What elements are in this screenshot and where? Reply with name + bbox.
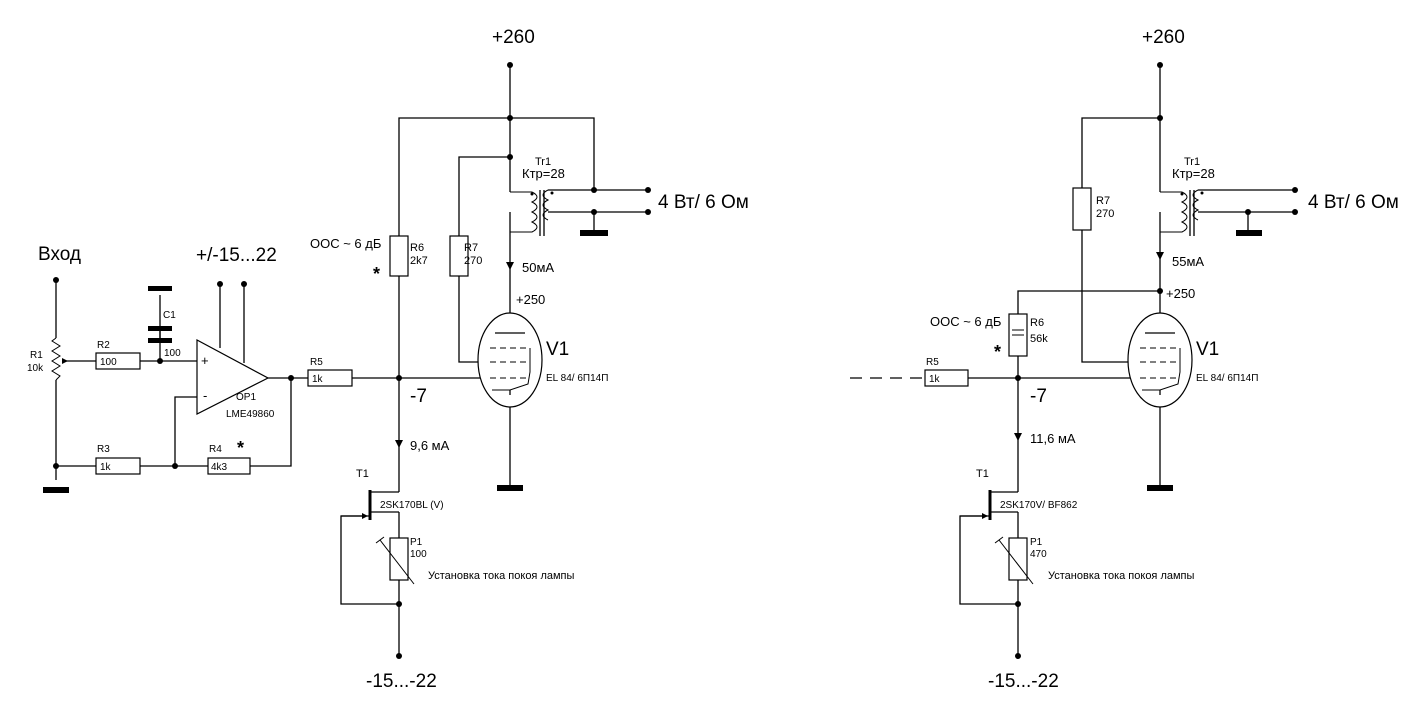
right-p1-ref: P1	[1030, 537, 1043, 548]
left-supply-pos-label: +260	[492, 27, 535, 48]
right-r7-ref: R7	[1096, 195, 1110, 207]
left-jfet-ref: T1	[356, 468, 369, 480]
right-r5-ref: R5	[926, 357, 939, 368]
right-p1-value: 470	[1030, 549, 1047, 560]
ground-symbol	[1147, 485, 1173, 491]
left-output-label: 4 Вт/ 6 Ом	[658, 192, 749, 213]
current-arrow-icon	[1014, 433, 1022, 441]
left-anode-current: 50мА	[522, 260, 554, 275]
left-p1-ref: P1	[410, 537, 423, 548]
right-r5-resistor	[924, 369, 969, 387]
right-circuit: +260	[850, 27, 1399, 692]
left-opamp-ref: OP1	[236, 392, 256, 403]
left-jfet-type: 2SK170BL (V)	[380, 500, 444, 511]
left-cathode-voltage: -7	[410, 386, 427, 407]
right-r6-value: 56k	[1030, 333, 1048, 345]
current-arrow-icon	[506, 262, 514, 270]
left-r7-value: 270	[464, 255, 482, 267]
left-r3-value: 1k	[100, 462, 112, 473]
left-tube-v1	[477, 312, 543, 408]
left-junctions	[53, 62, 651, 659]
right-supply-pos-label: +260	[1142, 27, 1185, 48]
current-arrow-icon	[395, 440, 403, 448]
right-tr1-ref: Tr1	[1184, 156, 1200, 168]
left-r1-pot	[51, 337, 68, 381]
left-opamp-plus: +	[201, 353, 209, 368]
right-bias-label: Установка тока покоя лампы	[1048, 570, 1195, 582]
left-r6-resistor	[389, 235, 409, 277]
left-opamp-type: LME49860	[226, 409, 275, 420]
left-r4-resistor	[207, 457, 251, 475]
left-supply-neg-label: -15...-22	[366, 671, 437, 692]
left-opamp-supply: +/-15...22	[196, 245, 277, 266]
left-bias-label: Установка тока покоя лампы	[428, 570, 575, 582]
right-output-label: 4 Вт/ 6 Ом	[1308, 192, 1399, 213]
left-r2-value: 100	[100, 357, 117, 368]
right-transformer	[1159, 189, 1204, 238]
ground-symbol	[497, 485, 523, 491]
left-jfet-t1	[341, 490, 399, 520]
left-r6-ref: R6	[410, 242, 424, 254]
left-r7-resistor	[449, 235, 469, 277]
right-r7-resistor	[1072, 187, 1092, 231]
left-p1-pot	[375, 536, 415, 585]
left-c1-ref: C1	[163, 310, 176, 321]
right-tube-ref: V1	[1196, 339, 1219, 360]
left-r3-resistor	[95, 457, 141, 475]
right-r5-value: 1k	[929, 374, 941, 385]
left-wires	[55, 65, 648, 656]
left-r3-ref: R3	[97, 444, 110, 455]
left-r5-ref: R5	[310, 357, 323, 368]
left-r5-resistor	[307, 369, 353, 387]
left-r4-value: 4k3	[211, 462, 228, 473]
left-nfb-label: ООС ~ 6 дБ	[310, 236, 381, 251]
right-jfet-current: 11,6 мА	[1030, 431, 1076, 446]
left-c1-capacitor	[148, 286, 172, 343]
left-r7-ref: R7	[464, 242, 478, 254]
current-arrow-icon	[1156, 252, 1164, 260]
left-jfet-current: 9,6 мА	[410, 438, 450, 453]
left-tr1-ref: Tr1	[535, 156, 551, 168]
right-jfet-type: 2SK170V/ BF862	[1000, 500, 1078, 511]
left-r6-star: *	[373, 264, 380, 284]
left-r4-ref: R4	[209, 444, 222, 455]
right-r6-star: *	[994, 342, 1001, 362]
right-r7-value: 270	[1096, 208, 1114, 220]
ground-symbol	[1236, 230, 1262, 236]
left-r4-star: *	[237, 438, 244, 458]
right-p1-pot	[994, 536, 1034, 585]
left-c1-value: 100	[164, 348, 181, 359]
right-jfet-t1	[960, 490, 1018, 520]
left-transformer	[509, 189, 554, 238]
left-r1-value: 10k	[27, 363, 44, 374]
left-circuit: +260	[27, 27, 749, 692]
right-jfet-ref: T1	[976, 468, 989, 480]
right-cathode-voltage: -7	[1030, 386, 1047, 407]
left-r5-value: 1k	[312, 374, 324, 385]
left-r2-resistor	[95, 352, 141, 370]
right-supply-neg-label: -15...-22	[988, 671, 1059, 692]
left-input-label: Вход	[38, 244, 81, 265]
left-r2-ref: R2	[97, 340, 110, 351]
left-p1-value: 100	[410, 549, 427, 560]
left-tube-ref: V1	[546, 339, 569, 360]
ground-symbol	[43, 487, 69, 493]
right-nfb-label: ООС ~ 6 дБ	[930, 314, 1001, 329]
left-tube-type: EL 84/ 6П14П	[546, 373, 608, 384]
right-r6-ref: R6	[1030, 317, 1044, 329]
right-tube-v1	[1127, 312, 1193, 408]
left-opamp	[196, 338, 270, 415]
left-r1-ref: R1	[30, 350, 43, 361]
ground-symbol	[580, 230, 608, 236]
right-tube-type: EL 84/ 6П14П	[1196, 373, 1258, 384]
left-tr1-ratio: Ктр=28	[522, 166, 565, 181]
left-anode-voltage: +250	[516, 292, 545, 307]
right-anode-current: 55мА	[1172, 254, 1204, 269]
right-tr1-ratio: Ктр=28	[1172, 166, 1215, 181]
left-opamp-minus: -	[203, 388, 207, 403]
right-anode-voltage: +250	[1166, 286, 1195, 301]
left-r6-value: 2k7	[410, 255, 428, 267]
right-wires	[850, 65, 1295, 656]
